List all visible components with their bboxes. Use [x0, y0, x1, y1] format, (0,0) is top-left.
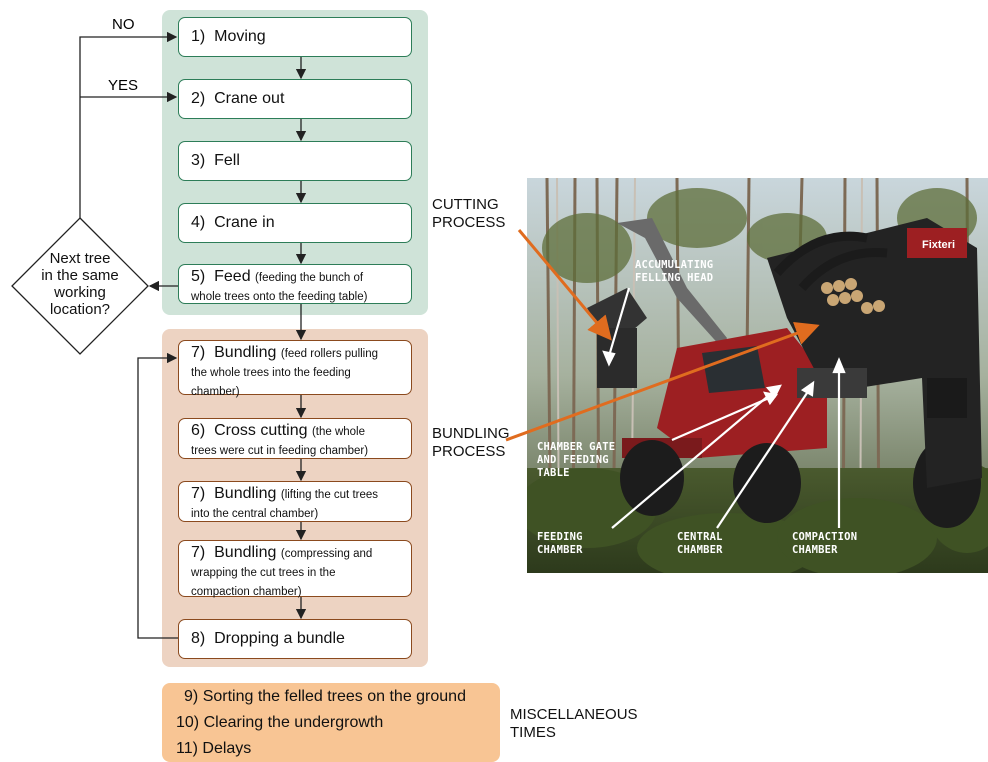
decision-diamond	[11, 217, 149, 355]
annotation-compaction-chamber: COMPACTION CHAMBER	[792, 531, 857, 556]
decision-text: Next tree in the same working location?	[41, 250, 119, 318]
cutting-arrow	[517, 229, 612, 341]
misc-item: 10) Clearing the undergrowth	[176, 714, 384, 731]
step-note: (feed rollers pulling	[280, 348, 379, 360]
step-note: into the central chamber)	[191, 507, 319, 520]
step-label: Bundling	[214, 485, 277, 502]
step-number: 7)	[191, 544, 206, 561]
step-note: chamber)	[191, 385, 240, 398]
step-moving: 1) Moving	[178, 17, 412, 57]
step-feed: 5) Feed (feeding the bunch of whole tree…	[178, 264, 412, 304]
step-label: Crane out	[214, 89, 285, 107]
step-number: 6)	[191, 422, 206, 439]
bundling-arrow	[505, 321, 820, 442]
svg-text:FELLING HEAD: FELLING HEAD	[635, 272, 713, 284]
step-label: Feed	[214, 268, 251, 285]
step-note: compaction chamber)	[191, 585, 302, 598]
svg-text:CHAMBER: CHAMBER	[537, 544, 583, 556]
svg-text:working: working	[53, 284, 106, 301]
annotation-central-chamber: CENTRAL CHAMBER	[677, 531, 723, 556]
step-bundling-lift: 7) Bundling (lifting the cut trees into …	[178, 481, 412, 522]
svg-text:CHAMBER: CHAMBER	[677, 544, 723, 556]
step-bundling-pull: 7) Bundling (feed rollers pulling the wh…	[178, 340, 412, 398]
step-note: wrapping the cut trees in the	[191, 566, 336, 579]
step-note: (feeding the bunch of	[255, 272, 364, 284]
step-crane-out: 2) Crane out	[178, 79, 412, 119]
svg-text:Next tree: Next tree	[50, 250, 111, 267]
step-note: trees were cut in feeding chamber)	[191, 444, 369, 457]
step-number: 3)	[191, 151, 206, 169]
step-note: (lifting the cut trees	[280, 489, 379, 501]
step-label: Crane in	[214, 213, 275, 231]
no-label: NO	[112, 16, 135, 33]
step-fell: 3) Fell	[178, 141, 412, 181]
svg-text:COMPACTION: COMPACTION	[792, 531, 857, 543]
step-label: Dropping a bundle	[214, 629, 345, 647]
step-number: 8)	[191, 629, 206, 647]
svg-text:AND FEEDING: AND FEEDING	[537, 454, 609, 466]
misc-item: 9) Sorting the felled trees on the groun…	[184, 688, 466, 705]
svg-text:in the same: in the same	[41, 267, 119, 284]
step-note: whole trees onto the feeding table)	[191, 290, 368, 303]
step-bundling-compress: 7) Bundling (compressing and wrapping th…	[178, 540, 412, 598]
svg-text:location?: location?	[50, 301, 110, 318]
svg-text:CHAMBER: CHAMBER	[792, 544, 838, 556]
step-number: 4)	[191, 213, 206, 231]
step-label: Bundling	[214, 344, 277, 361]
svg-text:ACCUMULATING: ACCUMULATING	[635, 259, 713, 271]
brand-logo: Fixteri	[922, 239, 955, 251]
step-number: 5)	[191, 268, 206, 285]
step-number: 7)	[191, 485, 206, 502]
step-label: Moving	[214, 27, 266, 45]
step-number: 7)	[191, 344, 206, 361]
svg-text:CHAMBER GATE: CHAMBER GATE	[537, 441, 615, 453]
step-number: 1)	[191, 27, 206, 45]
annotation-feeding-chamber: FEEDING CHAMBER	[537, 531, 583, 556]
step-note: (the whole	[311, 426, 366, 438]
step-crane-in: 4) Crane in	[178, 203, 412, 243]
harvester-photo: Fixteri ACCUMULATING FELLING HEAD CHAMBE…	[527, 178, 988, 573]
step-dropping-bundle: 8) Dropping a bundle	[178, 619, 412, 659]
step-cross-cutting: 6) Cross cutting (the whole trees were c…	[178, 418, 412, 459]
step-note: the whole trees into the feeding	[191, 366, 351, 379]
misc-item: 11) Delays	[176, 740, 252, 757]
step-label: Bundling	[214, 544, 277, 561]
yes-label: YES	[108, 77, 138, 94]
step-note: (compressing and	[280, 548, 373, 560]
misc-times-panel	[162, 683, 500, 762]
step-number: 2)	[191, 89, 206, 107]
annotation-chamber-gate: CHAMBER GATE AND FEEDING TABLE	[537, 441, 615, 479]
svg-text:CENTRAL: CENTRAL	[677, 531, 723, 543]
svg-text:FEEDING: FEEDING	[537, 531, 583, 543]
annotation-felling-head: ACCUMULATING FELLING HEAD	[635, 259, 713, 284]
step-label: Fell	[214, 151, 240, 169]
svg-text:TABLE: TABLE	[537, 467, 570, 479]
step-label: Cross cutting	[214, 422, 308, 439]
